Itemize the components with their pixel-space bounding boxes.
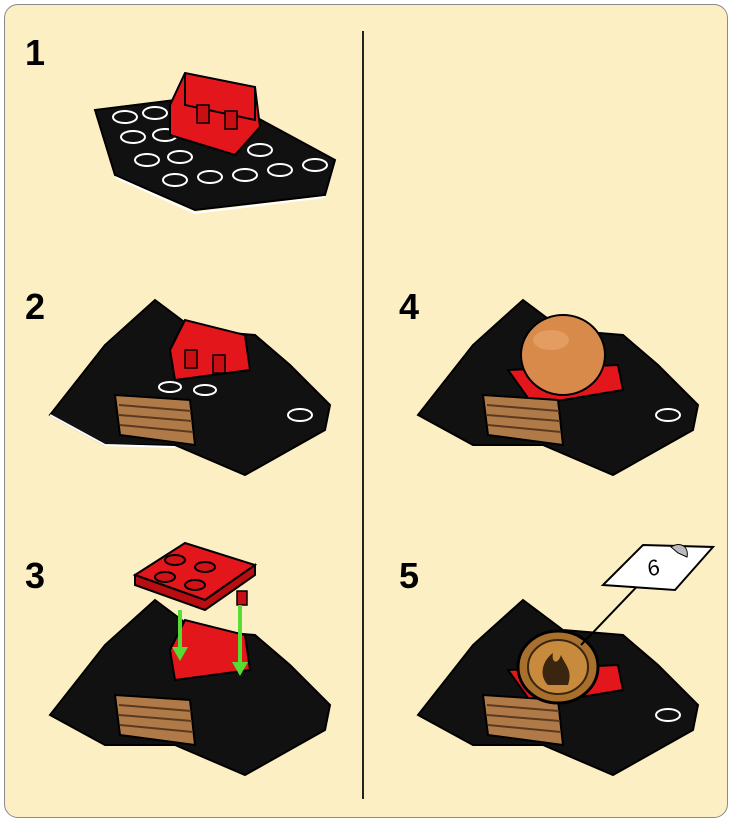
step-number-2: 2 xyxy=(25,289,45,325)
step-5-illustration: 6 xyxy=(413,535,723,785)
red-2x2-plate xyxy=(135,543,255,610)
fire-emblem-tile xyxy=(518,631,598,703)
orange-dome xyxy=(521,315,605,395)
instruction-page: 1 2 3 4 5 xyxy=(4,4,728,818)
column-divider xyxy=(362,31,364,799)
step-2-illustration xyxy=(45,295,345,485)
step-number-3: 3 xyxy=(25,558,45,594)
step-number-1: 1 xyxy=(25,35,45,71)
step-4-illustration xyxy=(413,295,713,485)
red-seat xyxy=(170,320,250,380)
step-3-illustration xyxy=(45,535,345,785)
page-reference-callout: 6 xyxy=(603,545,713,590)
step-1-illustration xyxy=(85,65,345,225)
